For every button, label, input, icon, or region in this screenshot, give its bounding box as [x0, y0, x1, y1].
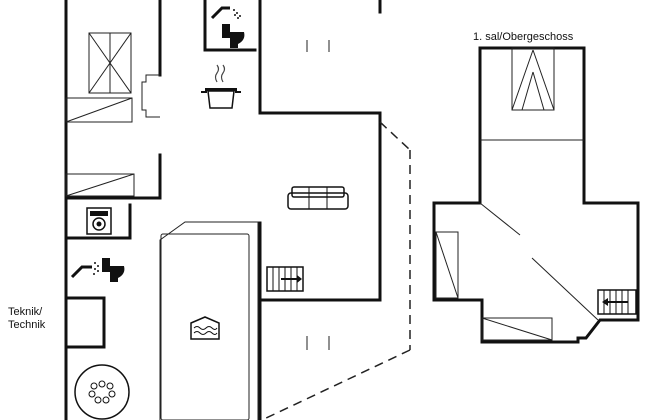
technical-room-label-line2: Technik [8, 319, 46, 331]
technical-room-label: Teknik/ Technik [8, 306, 45, 332]
upper-floor-walls [432, 46, 640, 344]
technical-room-label-line1: Teknik/ [8, 306, 43, 318]
washing-machine-icon [86, 207, 112, 235]
toilet-icon [222, 24, 245, 48]
pool-icon [190, 316, 220, 340]
upper-floor-details [435, 47, 599, 341]
shower-icon [210, 6, 241, 20]
ground-floor-walls [64, 0, 382, 420]
sofa-icon [287, 186, 349, 210]
staircase-icon [597, 289, 637, 315]
terrace-outline [261, 121, 411, 420]
upper-floor-label: 1. sal/Obergeschoss [473, 31, 574, 43]
ground-floor-details [65, 32, 330, 420]
cooking-pot-icon [201, 64, 241, 109]
staircase-icon [266, 266, 304, 292]
toilet-icon [102, 258, 125, 282]
shower-icon [70, 262, 99, 279]
whirlpool-icon [74, 364, 130, 420]
